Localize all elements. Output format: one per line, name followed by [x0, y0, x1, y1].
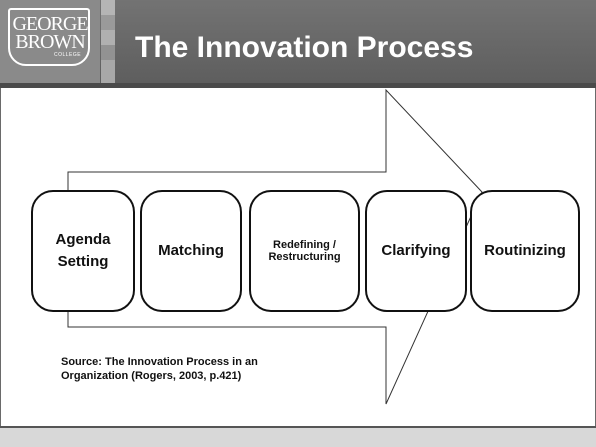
stage-label: Clarifying	[381, 242, 451, 259]
logo-shield-icon	[8, 8, 90, 66]
stage-label: Agenda Setting	[55, 231, 111, 270]
stage-matching: Matching	[140, 190, 242, 312]
stage-label: Redefining / Restructuring	[268, 239, 341, 263]
header-rule	[0, 83, 596, 88]
stage-label: Matching	[158, 242, 224, 259]
stage-clarifying: Clarifying	[365, 190, 467, 312]
stage-routinizing: Routinizing	[470, 190, 580, 312]
stage-label: Routinizing	[484, 242, 566, 259]
stage-agenda-setting: Agenda Setting	[31, 190, 135, 312]
logo-text-george: GEORGE	[12, 13, 88, 35]
stage-redefining-restructuring: Redefining / Restructuring	[249, 190, 360, 312]
slide-title: The Innovation Process	[135, 31, 474, 64]
logo-text-brown: BROWN	[15, 31, 85, 53]
footer-bar	[0, 426, 596, 447]
college-logo: GEORGE BROWN COLLEGE	[0, 0, 100, 83]
logo-stripe	[101, 0, 115, 83]
logo-text-college: COLLEGE	[54, 52, 82, 58]
source-citation: Source: The Innovation Process in an Org…	[61, 356, 258, 382]
